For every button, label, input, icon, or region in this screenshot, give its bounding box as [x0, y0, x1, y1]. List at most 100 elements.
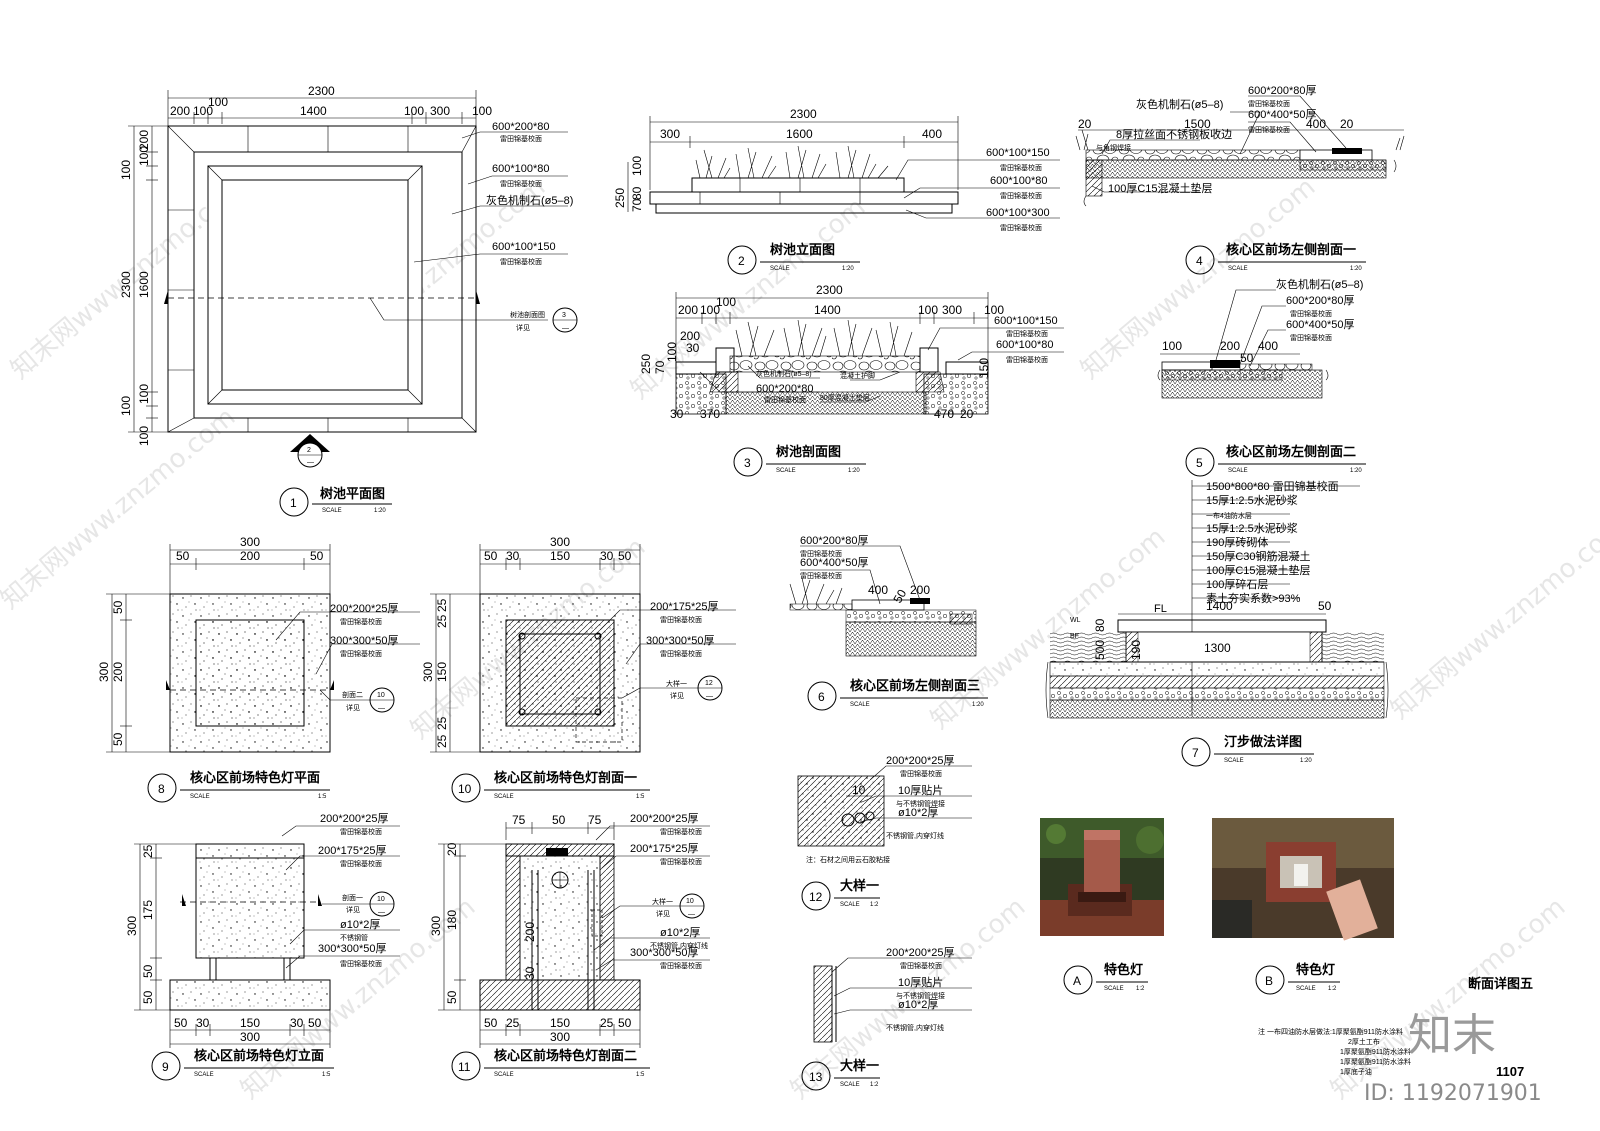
- svg-text:1:2: 1:2: [870, 902, 879, 908]
- svg-text:雷田锦基校面: 雷田锦基校面: [660, 857, 702, 866]
- svg-text:ø10*2厚: ø10*2厚: [340, 918, 380, 931]
- svg-text:1600: 1600: [137, 271, 151, 298]
- svg-text:25: 25: [435, 598, 449, 612]
- svg-text:200*175*25厚: 200*175*25厚: [630, 842, 699, 855]
- svg-text:10: 10: [852, 783, 866, 797]
- svg-text:雷田锦基校面: 雷田锦基校面: [1290, 309, 1332, 318]
- detail-2-tree-pit-elevation: 2300 300 1600 400 100 250 70 80 600*100*…: [613, 107, 1060, 275]
- svg-text:灰色机制石(ø5–8): 灰色机制石(ø5–8): [486, 193, 573, 207]
- svg-text:50: 50: [111, 732, 125, 746]
- svg-text:SCALE: SCALE: [850, 702, 870, 708]
- layer-list: 1500*800*80 雷田锦基校面 15厚1:2.5水泥砂浆 一布4油防水层 …: [1192, 479, 1360, 605]
- svg-text:25: 25: [141, 844, 155, 858]
- svg-text:雷田锦基校面: 雷田锦基校面: [1006, 329, 1048, 338]
- svg-text:核心区前场左侧剖面二: 核心区前场左侧剖面二: [1226, 444, 1356, 459]
- svg-text:200: 200: [680, 329, 700, 343]
- svg-text:1:20: 1:20: [848, 468, 860, 474]
- detail-12-large-sample: 10 200*200*25厚 雷田锦基校面 10厚贴片 与不锈钢管焊接 ø10*…: [797, 754, 972, 911]
- svg-text:—: —: [562, 325, 569, 332]
- svg-text:ø10*2厚: ø10*2厚: [660, 926, 700, 939]
- svg-text:600*200*80: 600*200*80: [492, 121, 550, 133]
- svg-text:汀步做法详图: 汀步做法详图: [1224, 734, 1302, 749]
- svg-text:30: 30: [686, 341, 700, 355]
- detail-8-light-plan: 300 50 200 50 300 50 200 50 200*200*25厚 …: [97, 535, 420, 803]
- svg-text:300: 300: [430, 104, 450, 118]
- svg-text:190: 190: [1129, 640, 1143, 660]
- svg-text:1:5: 1:5: [636, 1072, 645, 1078]
- svg-text:灰色机制石(ø5–8): 灰色机制石(ø5–8): [756, 369, 812, 378]
- svg-text:80: 80: [630, 186, 644, 200]
- svg-text:雷田锦基校面: 雷田锦基校面: [660, 649, 702, 658]
- svg-text:核心区前场特色灯平面: 核心区前场特色灯平面: [190, 770, 320, 785]
- svg-text:SCALE: SCALE: [194, 1072, 214, 1078]
- svg-text:1厚聚氨酯911防水涂料: 1厚聚氨酯911防水涂料: [1340, 1047, 1411, 1056]
- svg-text:雷田锦基校面: 雷田锦基校面: [340, 859, 382, 868]
- svg-text:大样一: 大样一: [652, 897, 673, 906]
- svg-text:30: 30: [523, 966, 537, 980]
- svg-text:100: 100: [404, 104, 424, 118]
- svg-text:1:20: 1:20: [1350, 266, 1362, 272]
- svg-text:3: 3: [744, 456, 751, 470]
- svg-text:雷田锦基校面: 雷田锦基校面: [340, 827, 382, 836]
- svg-text:1厚聚氨酯911防水涂料: 1厚聚氨酯911防水涂料: [1340, 1057, 1411, 1066]
- svg-text:雷田锦基校面: 雷田锦基校面: [1000, 191, 1042, 200]
- svg-text:ø10*2厚: ø10*2厚: [898, 998, 938, 1011]
- svg-text:300: 300: [240, 1030, 260, 1044]
- svg-text:剖面二: 剖面二: [342, 690, 363, 699]
- svg-text:100: 100: [137, 426, 151, 446]
- svg-text:100: 100: [1162, 339, 1182, 353]
- svg-text:20: 20: [1340, 117, 1354, 131]
- svg-text:雷田锦基校面: 雷田锦基校面: [500, 179, 542, 188]
- svg-text:200: 200: [111, 662, 125, 682]
- svg-text:知末网www.znzmo.com: 知末网www.znzmo.com: [0, 402, 241, 615]
- svg-text:400: 400: [1258, 339, 1278, 353]
- svg-text:树池剖面图: 树池剖面图: [510, 310, 545, 319]
- svg-text:300: 300: [550, 1030, 570, 1044]
- svg-text:1:5: 1:5: [318, 794, 327, 800]
- svg-text:与不锈钢管焊接: 与不锈钢管焊接: [896, 991, 945, 1000]
- svg-text:1500*800*80 雷田锦基校面: 1500*800*80 雷田锦基校面: [1206, 479, 1339, 493]
- svg-text:200*200*25厚: 200*200*25厚: [630, 812, 699, 825]
- svg-text:50: 50: [308, 1016, 322, 1030]
- svg-text:300: 300: [97, 662, 111, 682]
- svg-text:200*175*25厚: 200*175*25厚: [318, 844, 387, 857]
- svg-text:200: 200: [240, 549, 260, 563]
- svg-text:1:2: 1:2: [1136, 986, 1145, 992]
- svg-text:1400: 1400: [1206, 599, 1233, 613]
- svg-text:600*200*80厚: 600*200*80厚: [1248, 84, 1317, 97]
- svg-text:—: —: [688, 911, 695, 918]
- svg-text:25: 25: [506, 1016, 520, 1030]
- svg-text:100厚碎石层: 100厚碎石层: [1206, 577, 1268, 591]
- svg-text:1400: 1400: [814, 303, 841, 317]
- svg-text:雷田锦基校面: 雷田锦基校面: [340, 959, 382, 968]
- svg-text:8厚拉丝面不锈钢板收边: 8厚拉丝面不锈钢板收边: [1116, 127, 1232, 141]
- svg-text:雷田锦基校面: 雷田锦基校面: [764, 395, 806, 404]
- svg-text:15厚1:2.5水泥砂浆: 15厚1:2.5水泥砂浆: [1206, 493, 1298, 507]
- svg-text:树池平面图: 树池平面图: [320, 486, 385, 501]
- svg-text:300*300*50厚: 300*300*50厚: [646, 634, 715, 647]
- svg-text:50: 50: [174, 1016, 188, 1030]
- svg-text:知末网www.znzmo.com: 知末网www.znzmo.com: [1385, 512, 1600, 725]
- svg-text:雷田锦基校面: 雷田锦基校面: [500, 257, 542, 266]
- svg-text:400: 400: [868, 583, 888, 597]
- svg-text:—: —: [307, 459, 314, 466]
- svg-text:SCALE: SCALE: [494, 1072, 514, 1078]
- svg-text:30: 30: [290, 1016, 304, 1030]
- svg-text:300: 300: [125, 916, 139, 936]
- svg-text:混凝土护脚: 混凝土护脚: [840, 371, 875, 380]
- svg-text:雷田锦基校面: 雷田锦基校面: [900, 769, 942, 778]
- svg-text:600*100*80: 600*100*80: [492, 163, 550, 175]
- svg-text:300: 300: [942, 303, 962, 317]
- svg-text:200: 200: [523, 922, 537, 942]
- svg-text:1:5: 1:5: [636, 794, 645, 800]
- svg-text:SCALE: SCALE: [1104, 986, 1124, 992]
- svg-text:2: 2: [738, 254, 745, 268]
- svg-text:灰色机制石(ø5–8): 灰色机制石(ø5–8): [1136, 97, 1223, 111]
- svg-text:一布4油防水层: 一布4油防水层: [1206, 511, 1252, 520]
- svg-text:8: 8: [158, 782, 165, 796]
- svg-text:300*300*50厚: 300*300*50厚: [630, 946, 699, 959]
- svg-text:100: 100: [119, 160, 133, 180]
- svg-text:详见: 详见: [346, 905, 360, 914]
- svg-text:75: 75: [512, 813, 526, 827]
- svg-text:12: 12: [809, 890, 823, 904]
